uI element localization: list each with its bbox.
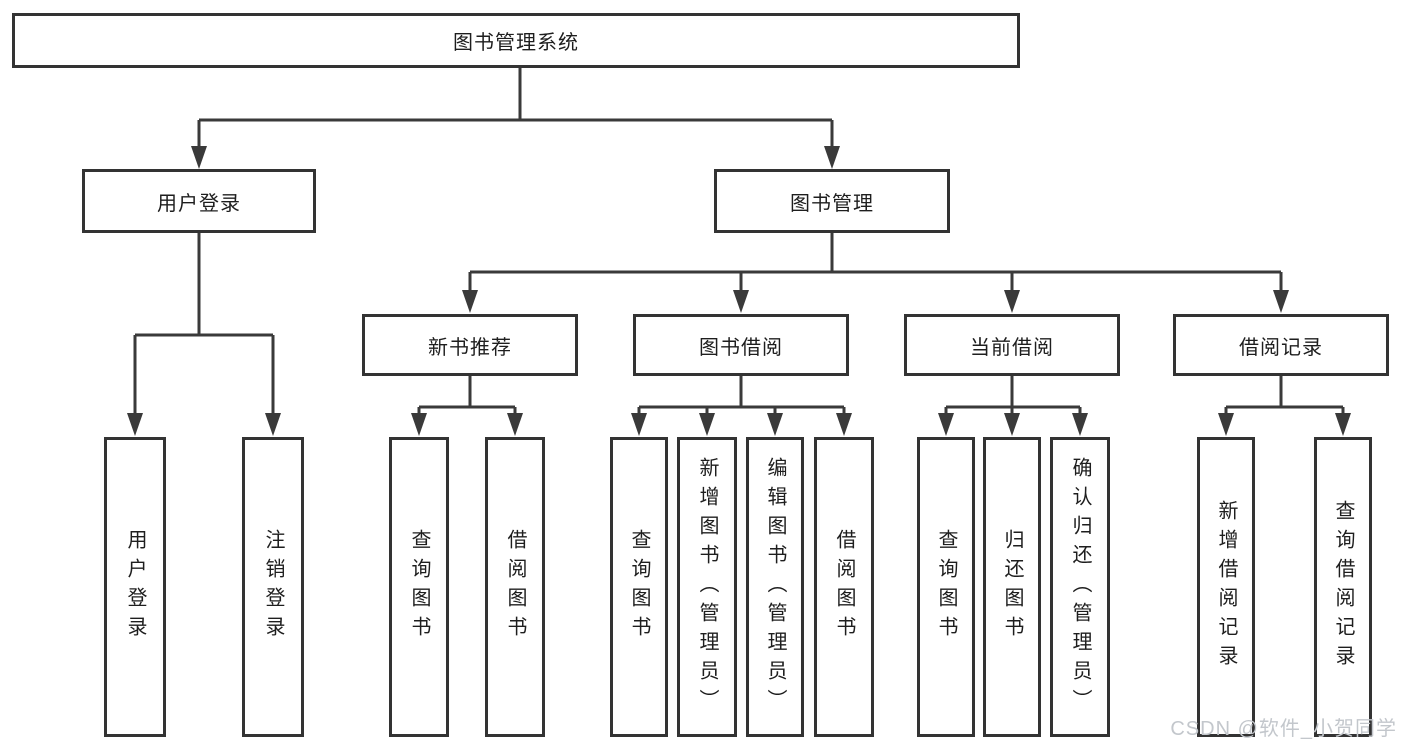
connector-bookmgmt-to-level3: [468, 233, 1283, 295]
leaf-borrow-add-books-admin: 新增图书（管理员）: [677, 437, 737, 737]
arrowhead-down-icon: [265, 413, 281, 436]
node-new-book-recommend: 新书推荐: [362, 314, 578, 376]
arrowhead-down-icon: [699, 413, 715, 436]
leaf-borrow-edit-books-admin: 编辑图书（管理员）: [746, 437, 804, 737]
arrowhead-down-icon: [191, 146, 207, 169]
leaf-records-query-record: 查询借阅记录: [1314, 437, 1372, 737]
arrowhead-down-icon: [462, 290, 478, 313]
connector-current-to-leaves: [944, 376, 1082, 418]
leaf-newrec-borrow-books: 借阅图书: [485, 437, 545, 737]
node-borrow-records: 借阅记录: [1173, 314, 1389, 376]
leaf-current-confirm-return-admin: 确认归还（管理员）: [1050, 437, 1110, 737]
node-user-login: 用户登录: [82, 169, 316, 233]
arrowhead-down-icon: [1273, 290, 1289, 313]
connector-borrow-to-leaves: [637, 376, 846, 418]
arrowhead-down-icon: [411, 413, 427, 436]
arrowhead-down-icon: [767, 413, 783, 436]
node-label: 新增借阅记录: [1215, 500, 1237, 674]
leaf-current-return-books: 归还图书: [983, 437, 1041, 737]
node-label: 查询借阅记录: [1332, 500, 1354, 674]
node-current-borrow: 当前借阅: [904, 314, 1120, 376]
arrowhead-down-icon: [1218, 413, 1234, 436]
arrowhead-down-icon: [733, 290, 749, 313]
connector-root-to-level2: [197, 68, 834, 152]
connector-userlogin-to-leaves: [133, 233, 275, 418]
arrowhead-down-icon: [1004, 413, 1020, 436]
leaf-logout: 注销登录: [242, 437, 304, 737]
node-label: 借阅图书: [833, 529, 855, 645]
arrowhead-down-icon: [507, 413, 523, 436]
leaf-borrow-borrow-books: 借阅图书: [814, 437, 874, 737]
connector-newrec-to-leaves: [417, 376, 517, 418]
arrowhead-down-icon: [1004, 290, 1020, 313]
leaf-current-query-books: 查询图书: [917, 437, 975, 737]
node-label: 借阅记录: [1239, 336, 1323, 359]
node-label: 编辑图书（管理员）: [764, 456, 786, 718]
arrowhead-down-icon: [938, 413, 954, 436]
node-label: 新书推荐: [428, 336, 512, 359]
csdn-watermark: CSDN @软件_小贺同学: [1170, 718, 1397, 740]
arrowhead-down-icon: [1335, 413, 1351, 436]
arrowhead-down-icon: [127, 413, 143, 436]
node-book-management: 图书管理: [714, 169, 950, 233]
arrowhead-down-icon: [631, 413, 647, 436]
node-label: 查询图书: [935, 529, 957, 645]
leaf-user-login: 用户登录: [104, 437, 166, 737]
node-label: 借阅图书: [504, 529, 526, 645]
node-label: 用户登录: [157, 192, 241, 215]
node-label: 查询图书: [628, 529, 650, 645]
leaf-newrec-query-books: 查询图书: [389, 437, 449, 737]
node-root-system: 图书管理系统: [12, 13, 1020, 68]
node-label: 图书管理系统: [453, 32, 579, 54]
node-book-borrow: 图书借阅: [633, 314, 849, 376]
node-label: 用户登录: [124, 529, 146, 645]
arrowhead-down-icon: [836, 413, 852, 436]
node-label: 新增图书（管理员）: [696, 456, 718, 718]
connector-records-to-leaves: [1224, 376, 1345, 418]
arrowhead-down-icon: [1072, 413, 1088, 436]
node-label: 注销登录: [262, 529, 284, 645]
node-label: 图书管理: [790, 192, 874, 215]
node-label: 归还图书: [1001, 529, 1023, 645]
node-label: 图书借阅: [699, 336, 783, 359]
leaf-borrow-query-books: 查询图书: [610, 437, 668, 737]
leaf-records-add-record: 新增借阅记录: [1197, 437, 1255, 737]
node-label: 当前借阅: [970, 336, 1054, 359]
arrowheads: [127, 146, 1351, 436]
node-label: 确认归还（管理员）: [1069, 456, 1091, 718]
node-label: 查询图书: [408, 529, 430, 645]
arrowhead-down-icon: [824, 146, 840, 169]
